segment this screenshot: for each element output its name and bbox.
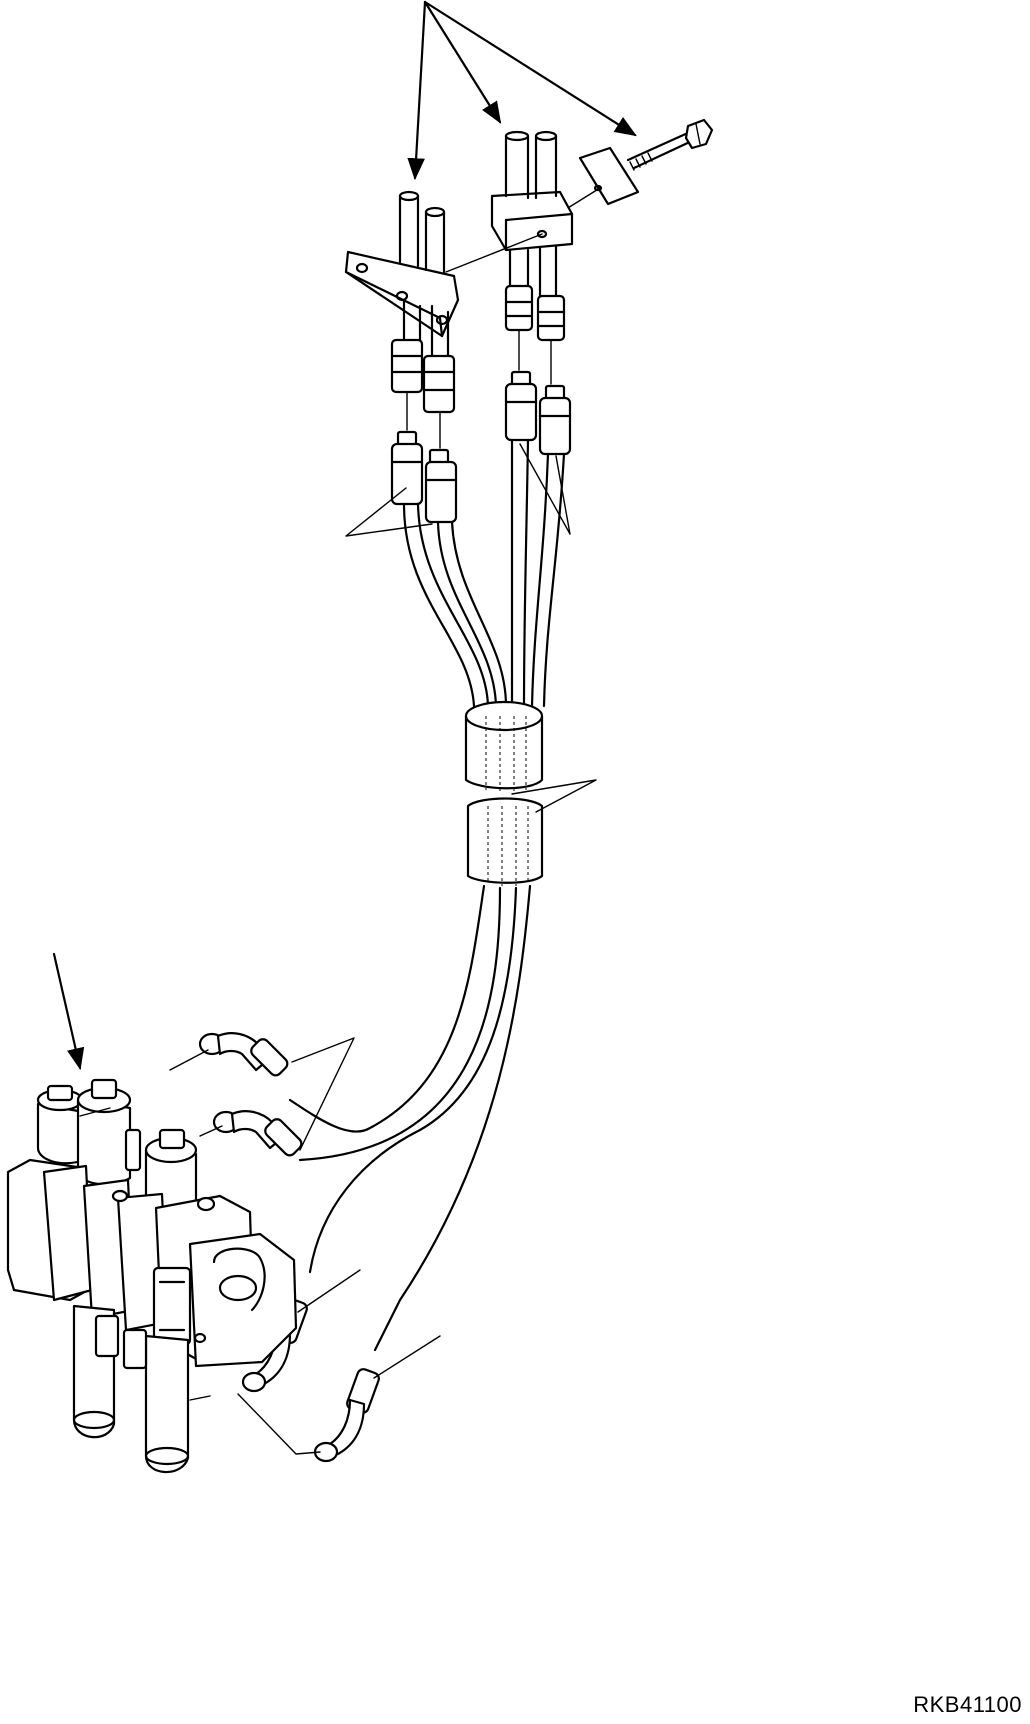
elbow-fitting-upper-a <box>169 1032 289 1077</box>
tube-clamp-block-right <box>490 190 574 252</box>
hose-end-fittings-left <box>390 430 458 524</box>
tube-fitting-left-upper <box>390 338 456 414</box>
clamp-bolt <box>626 118 714 171</box>
elbow-fitting-upper-b <box>199 1110 303 1157</box>
hose-end-fittings-right <box>504 370 572 456</box>
drawing-code: RKB41100 <box>913 1692 1022 1717</box>
elbow-fitting-lower-b <box>313 1335 441 1463</box>
fitting-callout-leaders <box>345 443 571 537</box>
top-leader-arrows <box>407 0 637 181</box>
protective-sleeve-upper <box>464 700 544 792</box>
control-valve <box>6 952 298 1474</box>
hose-bundle-upper <box>402 438 566 708</box>
tube-pair-right <box>504 130 558 298</box>
protective-sleeve-lower <box>466 797 544 886</box>
tube-pair-left <box>398 190 450 362</box>
hose-bundle-lower <box>288 884 532 1352</box>
tube-clamp-plate-left <box>344 250 460 338</box>
